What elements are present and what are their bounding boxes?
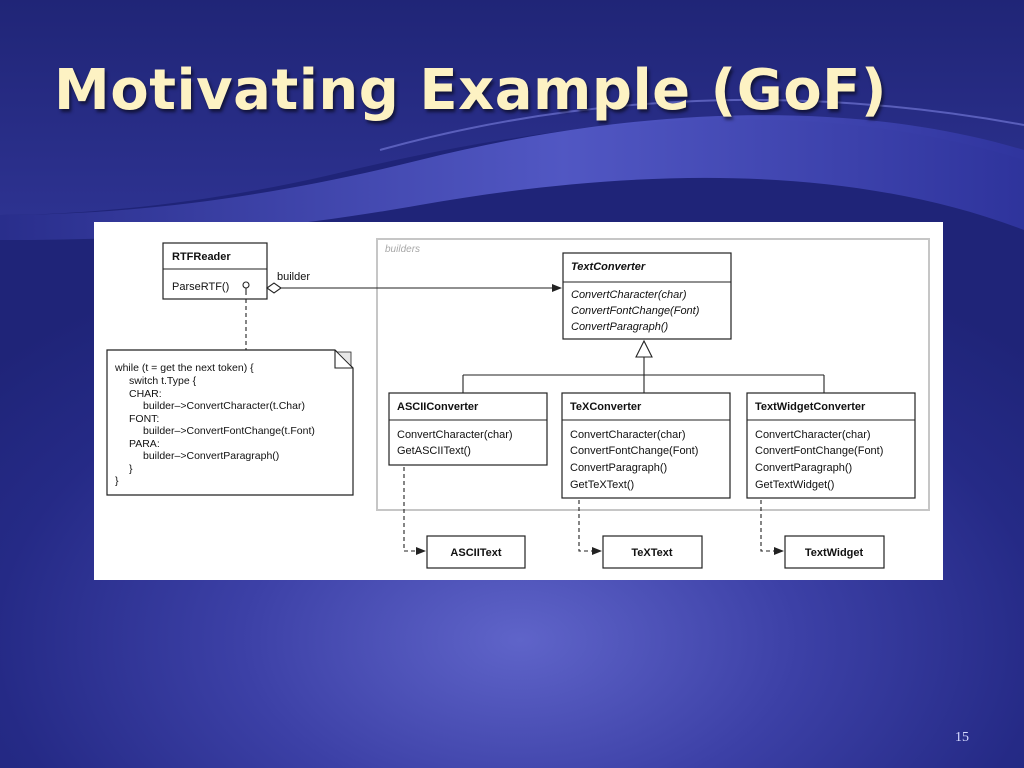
product-asciitext-name: ASCIIText <box>450 547 501 559</box>
asciiconverter-class: ASCIIConverter ConvertCharacter(char) Ge… <box>388 392 548 466</box>
asciiconverter-method-1: ConvertCharacter(char) <box>397 429 513 441</box>
builder-association: builder <box>266 271 562 294</box>
textwidgetconverter-method-4: GetTextWidget() <box>755 479 834 491</box>
note-line-5: FONT: <box>129 413 159 425</box>
product-textext: TeXText <box>602 535 703 569</box>
note-anchor <box>242 281 250 350</box>
note-line-6: builder–>ConvertFontChange(t.Font) <box>143 425 315 437</box>
note-line-2: switch t.Type { <box>129 375 197 387</box>
note-line-3: CHAR: <box>129 388 162 400</box>
textwidgetconverter-name: TextWidgetConverter <box>755 401 866 413</box>
page-number: 15 <box>955 730 969 745</box>
textconverter-method-1: ConvertCharacter(char) <box>571 289 687 301</box>
asciiconverter-name: ASCIIConverter <box>397 401 479 413</box>
texconverter-method-3: ConvertParagraph() <box>570 462 667 474</box>
texconverter-class: TeXConverter ConvertCharacter(char) Conv… <box>561 392 731 499</box>
parse-algorithm-note: while (t = get the next token) { switch … <box>106 349 354 496</box>
builders-package-frame <box>376 238 930 511</box>
note-line-8: builder–>ConvertParagraph() <box>143 450 279 462</box>
texconverter-method-4: GetTeXText() <box>570 479 634 491</box>
textwidgetconverter-method-1: ConvertCharacter(char) <box>755 429 871 441</box>
textwidgetconverter-method-2: ConvertFontChange(Font) <box>755 445 883 457</box>
slide-title: Motivating Example (GoF) <box>54 58 888 123</box>
texconverter-method-1: ConvertCharacter(char) <box>570 429 686 441</box>
uml-diagram-svg: builders RTFReader ParseRTF() builder <box>106 238 930 569</box>
note-line-9: } <box>129 463 133 475</box>
note-line-4: builder–>ConvertCharacter(t.Char) <box>143 400 305 412</box>
asciiconverter-method-2: GetASCIIText() <box>397 445 471 457</box>
rtfreader-method-parsertf: ParseRTF() <box>172 281 229 293</box>
note-line-10: } <box>115 475 119 487</box>
note-line-1: while (t = get the next token) { <box>114 362 254 374</box>
creates-dependencies <box>403 467 784 555</box>
textconverter-class: TextConverter ConvertCharacter(char) Con… <box>562 252 732 340</box>
textconverter-name: TextConverter <box>571 261 646 273</box>
textconverter-method-3: ConvertParagraph() <box>571 321 669 333</box>
textconverter-method-2: ConvertFontChange(Font) <box>571 305 700 317</box>
rtfreader-class: RTFReader ParseRTF() <box>162 242 268 300</box>
product-textwidget: TextWidget <box>784 535 885 569</box>
note-line-7: PARA: <box>129 438 160 450</box>
builders-package-label: builders <box>385 244 420 255</box>
texconverter-method-2: ConvertFontChange(Font) <box>570 445 698 457</box>
inheritance-tree <box>462 339 825 393</box>
builder-association-label: builder <box>277 271 310 283</box>
texconverter-name: TeXConverter <box>570 401 642 413</box>
uml-diagram: builders RTFReader ParseRTF() builder <box>94 222 943 580</box>
product-asciitext: ASCIIText <box>426 535 526 569</box>
textwidgetconverter-method-3: ConvertParagraph() <box>755 462 852 474</box>
product-textext-name: TeXText <box>631 547 672 559</box>
textwidgetconverter-class: TextWidgetConverter ConvertCharacter(cha… <box>746 392 916 499</box>
rtfreader-name: RTFReader <box>172 251 231 263</box>
product-textwidget-name: TextWidget <box>805 547 864 559</box>
